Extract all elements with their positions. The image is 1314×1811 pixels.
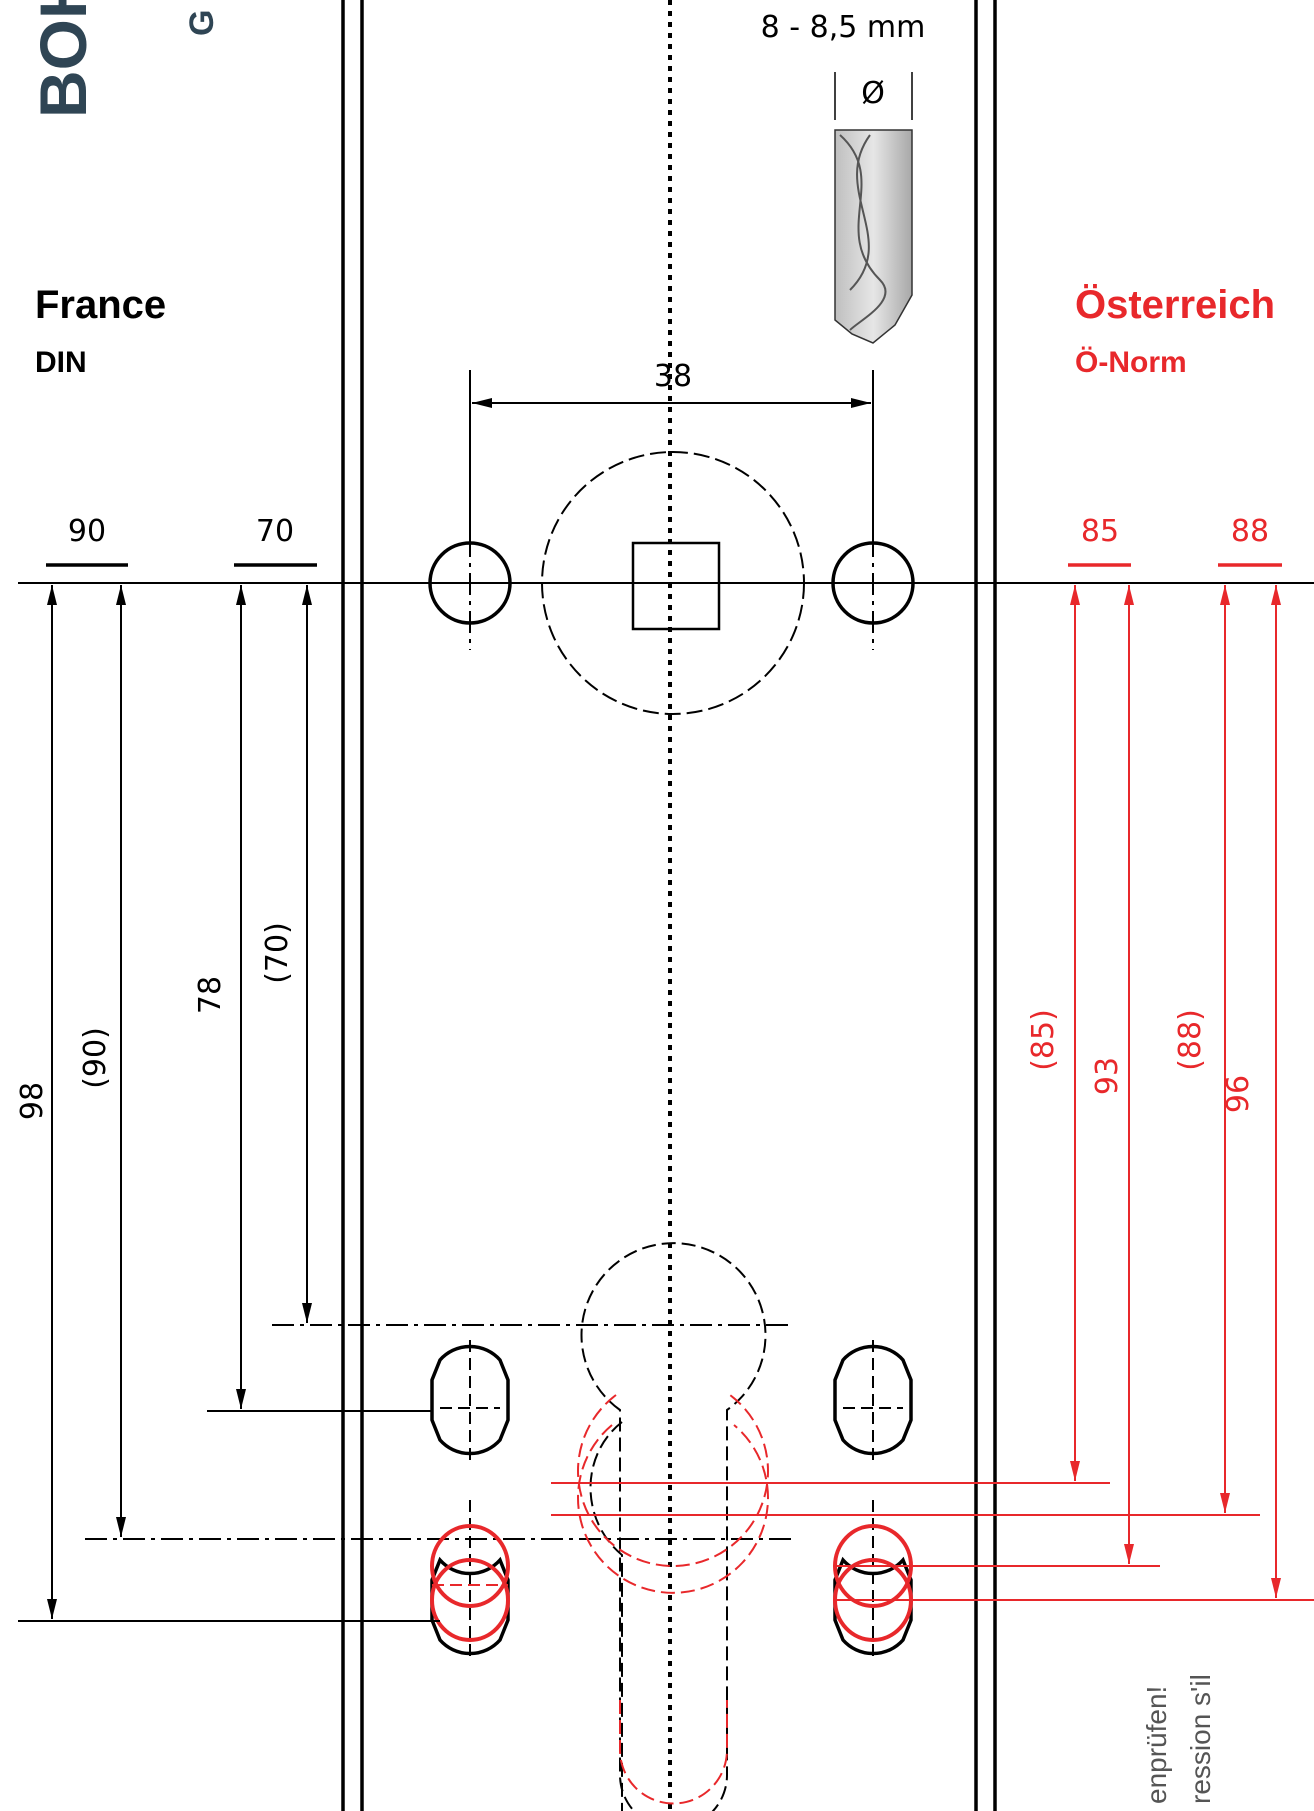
left-vertical-label-70: (70) xyxy=(260,922,295,984)
left-norm-heading: DIN xyxy=(35,346,87,379)
lower-screw-holes-oenorm xyxy=(430,1524,1314,1642)
left-vertical-label-90: (90) xyxy=(78,1027,113,1089)
plate-border xyxy=(341,0,997,1811)
right-vertical-label-85: (85) xyxy=(1026,1009,1061,1071)
right-dimension-lines xyxy=(1068,563,1282,1598)
handle-holes xyxy=(428,451,915,715)
hole-spacing-label: 38 xyxy=(654,359,692,394)
drill-diameter-range: 8 - 8,5 mm xyxy=(761,10,926,45)
right-top-label-88: 88 xyxy=(1231,514,1269,549)
oenorm-cylinder-outline xyxy=(551,1394,1260,1805)
left-vertical-label-98: 98 xyxy=(15,1082,50,1120)
drill-diameter-symbol: Ø xyxy=(861,76,885,111)
right-top-label-85: 85 xyxy=(1081,514,1119,549)
right-vertical-label-88: (88) xyxy=(1173,1009,1208,1071)
left-vertical-label-78: 78 xyxy=(193,976,228,1014)
header-subtitle-2: G xyxy=(183,10,221,36)
right-vertical-label-96: 96 xyxy=(1221,1075,1256,1113)
left-top-label-90: 90 xyxy=(68,514,106,549)
right-norm-heading: Ö-Norm xyxy=(1075,346,1187,379)
lower-screw-holes-din xyxy=(430,1340,913,1660)
din-cylinder-outline xyxy=(85,1242,793,1811)
note-line-2: ression s'il xyxy=(1185,1674,1216,1804)
drill-bit-icon xyxy=(834,72,913,344)
left-top-label-70: 70 xyxy=(256,514,294,549)
note-line-1: enprüfen! xyxy=(1141,1686,1172,1804)
left-dimension-lines xyxy=(18,563,440,1622)
left-country-heading: France xyxy=(35,283,166,327)
spindle-square xyxy=(631,541,721,631)
header-title: BOH xyxy=(26,0,100,118)
right-vertical-label-93: 93 xyxy=(1090,1057,1125,1095)
right-country-heading: Österreich xyxy=(1075,282,1275,327)
header: BOH D G xyxy=(26,0,221,118)
hole-spacing-dimension xyxy=(469,370,874,535)
